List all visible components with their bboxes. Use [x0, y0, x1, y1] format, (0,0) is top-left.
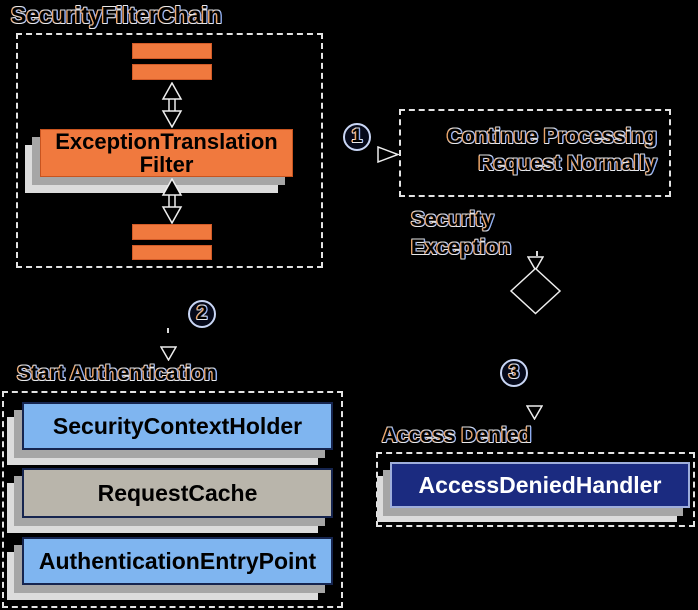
- arrowhead-down-icon: [526, 405, 543, 420]
- step-3-number: 3: [508, 362, 520, 383]
- step-1-number: 1: [351, 126, 363, 147]
- connector-dash: [167, 328, 169, 333]
- continue-processing-line2: Request Normally: [478, 152, 657, 175]
- security-exception-label: Security Exception: [411, 206, 511, 262]
- request-cache-box: RequestCache: [22, 468, 333, 518]
- access-denied-title: Access Denied: [382, 424, 532, 447]
- security-filter-chain-title: SecurityFilterChain: [11, 2, 222, 28]
- arrowhead-down-icon: [160, 346, 177, 361]
- step-3-badge: 3: [500, 359, 528, 387]
- step-1-badge: 1: [343, 123, 371, 151]
- arrowhead-down-icon: [527, 256, 544, 271]
- filter-bar: [132, 43, 212, 59]
- exception-translation-filter-box: ExceptionTranslation Filter: [40, 129, 293, 177]
- decision-diamond-icon: [509, 267, 562, 315]
- double-arrow-icon: [161, 178, 183, 224]
- security-context-holder-box: SecurityContextHolder: [22, 402, 333, 450]
- filter-bar: [132, 64, 212, 80]
- double-arrow-icon: [161, 82, 183, 128]
- start-authentication-title: Start Authentication: [17, 362, 217, 385]
- authentication-entry-point-label: AuthenticationEntryPoint: [38, 547, 317, 574]
- security-exception-line1: Security: [411, 208, 494, 231]
- access-denied-handler-box: AccessDeniedHandler: [390, 462, 690, 508]
- step-2-badge: 2: [188, 300, 216, 328]
- continue-processing-box: Continue Processing Request Normally: [399, 109, 671, 197]
- exception-translation-filter-label-line2: Filter: [139, 152, 194, 177]
- arrowhead-right-icon: [377, 146, 400, 163]
- authentication-entry-point-box: AuthenticationEntryPoint: [22, 537, 333, 585]
- filter-bar: [132, 224, 212, 240]
- step-2-number: 2: [196, 303, 208, 324]
- access-denied-handler-label: AccessDeniedHandler: [418, 471, 662, 498]
- exception-translation-filter-label-line1: ExceptionTranslation: [55, 129, 278, 154]
- security-filter-chain-container: [16, 33, 323, 268]
- start-authentication-container: [2, 391, 343, 608]
- security-context-holder-label: SecurityContextHolder: [52, 412, 303, 439]
- security-exception-line2: Exception: [411, 236, 512, 259]
- continue-processing-line1: Continue Processing: [446, 125, 657, 148]
- filter-bar: [132, 245, 212, 260]
- request-cache-label: RequestCache: [97, 479, 258, 506]
- connector-dash: [536, 251, 538, 256]
